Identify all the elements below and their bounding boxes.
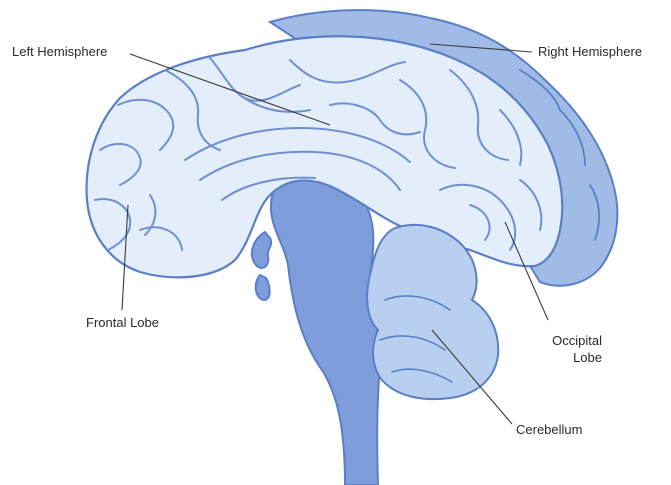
pituitary-shape	[252, 232, 271, 300]
label-left-hemisphere: Left Hemisphere	[12, 43, 107, 60]
label-right-hemisphere: Right Hemisphere	[538, 43, 642, 60]
label-occipital-line1: Occipital	[528, 332, 602, 349]
brainstem-shape	[271, 179, 380, 485]
label-frontal-lobe: Frontal Lobe	[86, 314, 159, 331]
label-cerebellum: Cerebellum	[516, 421, 582, 438]
label-occipital-lobe: Occipital Lobe	[528, 332, 602, 366]
label-occipital-line2: Lobe	[528, 349, 602, 366]
